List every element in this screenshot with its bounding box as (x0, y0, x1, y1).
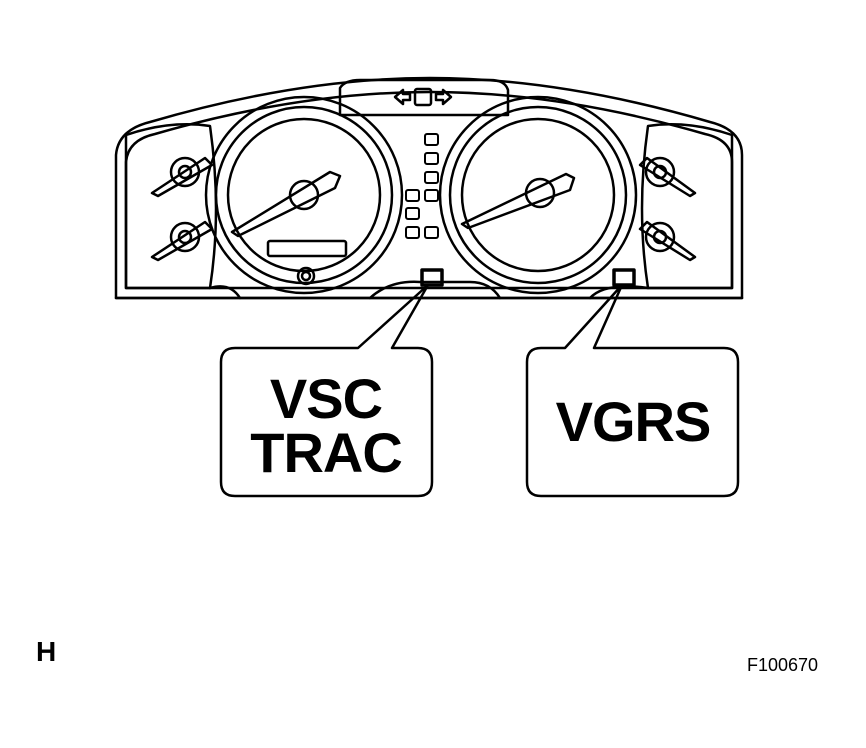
page-letter: H (36, 636, 57, 667)
top-indicator-pod (338, 78, 510, 117)
vsc-trac-indicator-light (420, 268, 444, 287)
center-warning-lights (405, 133, 439, 239)
vgrs-indicator-light (612, 268, 636, 287)
vsc-label: VSC (270, 367, 382, 430)
arrow-right-icon (434, 88, 453, 106)
left-lower-small-gauge (150, 220, 214, 262)
arrow-left-icon (393, 88, 412, 106)
trip-reset-knob (296, 266, 316, 286)
vgrs-callout-box (525, 283, 740, 498)
odometer-display (266, 239, 348, 258)
cluster-housing (114, 76, 744, 300)
right-lower-small-gauge (638, 220, 697, 262)
left-upper-small-gauge (150, 156, 214, 198)
left-gauge-pod (124, 123, 218, 290)
figure-id: F100670 (747, 655, 819, 675)
right-upper-small-gauge (638, 156, 697, 198)
center-indicator-icon (413, 87, 433, 107)
trac-label: TRAC (250, 421, 402, 484)
left-main-gauge (204, 95, 404, 295)
right-main-gauge (438, 95, 638, 295)
vsc-trac-callout-box (219, 283, 434, 498)
right-gauge-pod (640, 123, 734, 290)
vgrs-label: VGRS (556, 390, 711, 453)
